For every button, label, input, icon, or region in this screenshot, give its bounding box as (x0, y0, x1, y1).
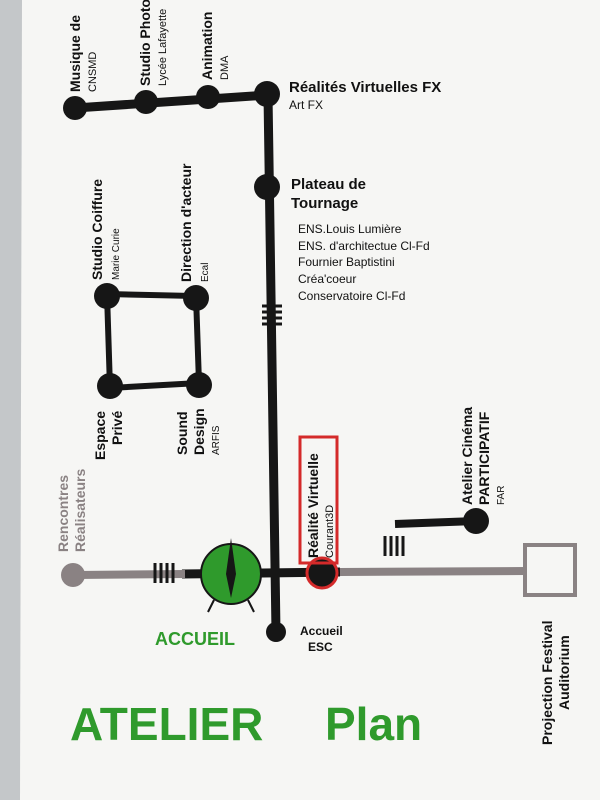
title-atelier: ATELIER (70, 698, 263, 750)
label-realite-virtuelle: Réalité Virtuelle (305, 453, 321, 558)
label-rencontres-1: Rencontres (55, 475, 71, 552)
highlight-box (298, 435, 339, 565)
label-direction: Direction d'acteur (178, 163, 194, 282)
compass-icon (200, 538, 262, 613)
label-atelier-cinema-1: Atelier Cinéma (459, 407, 475, 505)
transfer-marks-left (153, 563, 175, 583)
station-dot-atelier-cinema[interactable] (463, 508, 489, 534)
label-plateau-2: Tournage (291, 195, 358, 212)
station-dot-realite-virtuelle[interactable] (305, 556, 339, 590)
label-sound-1: Sound (174, 411, 190, 455)
station-projection-box[interactable] (523, 543, 577, 597)
station-dot-espace[interactable] (97, 373, 123, 399)
transfer-marks-vertical (262, 304, 282, 326)
station-dot-sound[interactable] (186, 372, 212, 398)
label-musique: Musique de (67, 15, 83, 92)
plateau-item-5: Conservatoire Cl-Fd (298, 289, 405, 303)
sub-realites-fx: Art FX (289, 98, 323, 112)
transfer-marks-right (383, 536, 405, 556)
plateau-item-3: Fournier Baptistini (298, 255, 395, 269)
sub-sound: ARFIS (211, 425, 222, 455)
label-espace-2: Privé (109, 411, 125, 445)
plateau-item-2: ENS. d'architectue Cl-Fd (298, 239, 430, 253)
label-animation: Animation (199, 12, 215, 80)
label-projection-2: Auditorium (556, 635, 572, 710)
sub-animation: DMA (219, 55, 231, 80)
sub-musique: CNSMD (87, 52, 99, 92)
sub-direction: Ecal (200, 263, 211, 282)
label-atelier-cinema-2: PARTICIPATIF (476, 411, 492, 505)
station-dot-accueil-esc[interactable] (266, 622, 286, 642)
station-dot-rencontres[interactable] (61, 563, 85, 587)
label-plateau-1: Plateau de (291, 176, 366, 193)
label-realites-fx: Réalités Virtuelles FX (289, 79, 441, 96)
label-sound-2: Design (191, 408, 207, 455)
label-accueil: ACCUEIL (155, 629, 235, 649)
label-accueil-esc-1: Accueil (300, 624, 343, 638)
grey-line-left (75, 570, 186, 579)
station-dot-musique[interactable] (63, 96, 87, 120)
top-line (70, 90, 273, 113)
title-plan: Plan (325, 698, 422, 750)
station-dot-direction[interactable] (183, 285, 209, 311)
label-studio-coiffure: Studio Coiffure (89, 179, 105, 280)
station-dot-plateau[interactable] (254, 174, 280, 200)
label-espace-1: Espace (92, 411, 108, 460)
plateau-item-4: Créa'coeur (298, 272, 356, 286)
paper-sheet (20, 0, 600, 800)
label-accueil-esc-2: ESC (308, 640, 333, 654)
sub-realite-virtuelle: Courant3D (324, 505, 336, 558)
sub-atelier-cinema: FAR (496, 486, 507, 505)
sub-studio-photo: Lycée Lafayette (157, 9, 169, 86)
grey-line-right (339, 567, 527, 576)
plateau-school-list: ENS.Louis Lumière ENS. d'architectue Cl-… (298, 222, 430, 303)
label-projection-1: Projection Festival (539, 621, 555, 745)
label-studio-photo: Studio Photo (137, 0, 153, 86)
station-dot-studio-photo[interactable] (134, 90, 158, 114)
station-dot-studio-coiffure[interactable] (94, 283, 120, 309)
label-rencontres-2: Réalisateurs (72, 469, 88, 552)
sub-studio-coiffure: Marie Curie (111, 228, 122, 280)
station-dot-realites-fx[interactable] (254, 81, 280, 107)
station-dot-animation[interactable] (196, 85, 220, 109)
plateau-item-1: ENS.Louis Lumière (298, 222, 402, 236)
atelier-branch (394, 517, 477, 528)
